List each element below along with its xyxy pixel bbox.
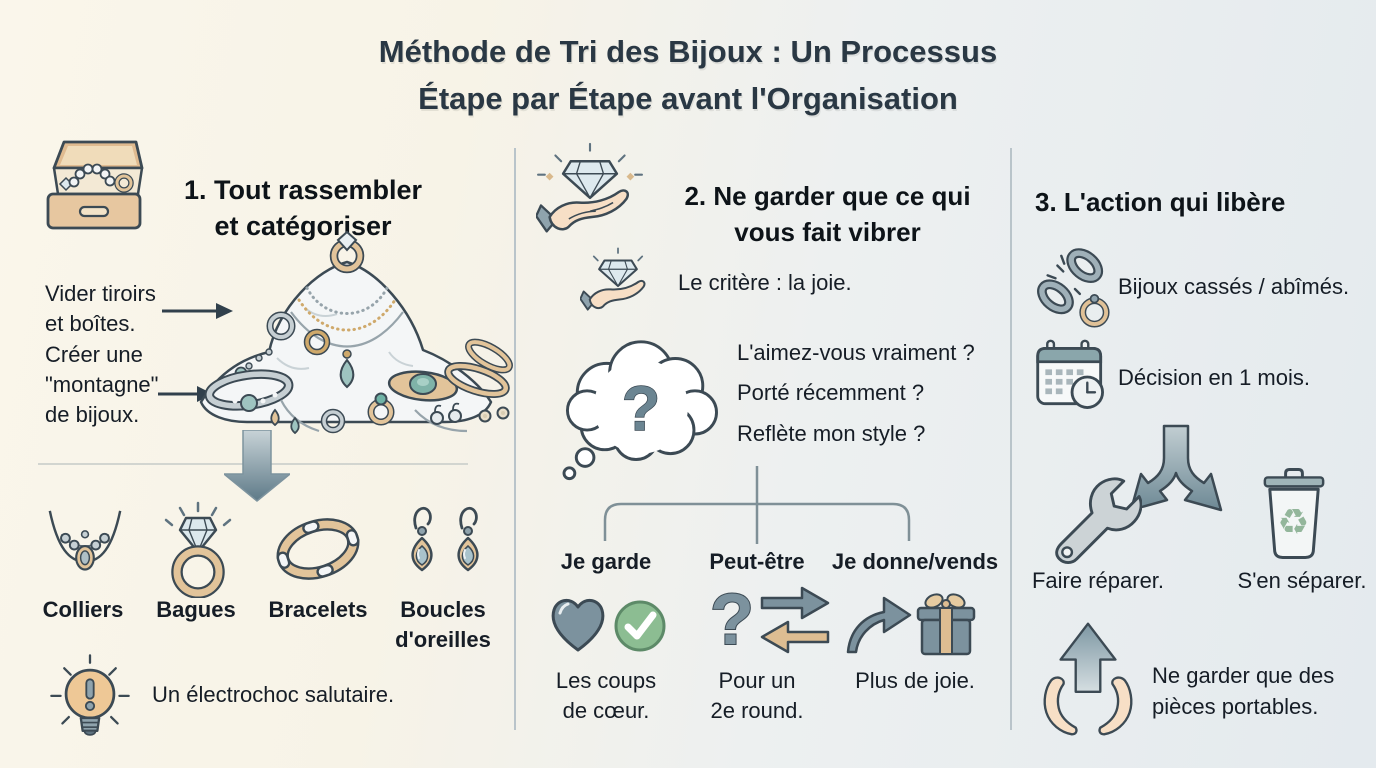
- bracelet-icon: [276, 518, 360, 580]
- step3-repair-text: Faire réparer.: [1031, 568, 1165, 593]
- jewelry-box-icon: [46, 140, 144, 230]
- category-label-colliers: Colliers: [42, 597, 124, 622]
- step1-action-empty: Vider tiroirs et boîtes.: [45, 281, 156, 336]
- thought-cloud-icon: ?: [562, 340, 718, 481]
- column-divider-1: [514, 148, 516, 730]
- earrings-icon: [411, 507, 479, 572]
- lightbulb-icon: [50, 654, 130, 736]
- hands-up-arrow-icon: [1043, 622, 1133, 736]
- step2-heading: 2. Ne garder que ce qui vous fait vibrer: [684, 180, 971, 247]
- step2-criterion: Le critère : la joie.: [678, 270, 852, 295]
- cloud-question-glyph: ?: [622, 374, 660, 444]
- outcome-label-maybe: Peut-être: [709, 549, 805, 574]
- question-swap-arrows-icon: ?: [709, 580, 830, 661]
- step3-keep-text: Ne garder que des pièces portables.: [1152, 663, 1335, 719]
- step3-broken-text: Bijoux cassés / abîmés.: [1118, 274, 1350, 299]
- step2-question-1: L'aimez-vous vraiment ?: [737, 340, 975, 365]
- split-arrows-icon: [1129, 424, 1223, 512]
- step3-heading: 3. L'action qui libère: [1035, 186, 1286, 217]
- step2-question-3: Reflète mon style ?: [737, 421, 926, 446]
- wrench-icon: [1055, 477, 1142, 564]
- category-label-boucles: Boucles d'oreilles: [395, 597, 491, 652]
- category-label-bagues: Bagues: [156, 597, 236, 622]
- heart-check-icon: [551, 598, 666, 652]
- necklace-icon: [48, 510, 122, 571]
- maybe-question-glyph: ?: [710, 580, 754, 660]
- hand-diamond-icon: [536, 142, 643, 233]
- outcome-caption-keep: Les coups de cœur.: [555, 668, 657, 723]
- trash-recycle-icon: ♻: [1263, 468, 1325, 559]
- outcome-label-give: Je donne/vends: [831, 549, 999, 574]
- category-label-bracelets: Bracelets: [268, 597, 368, 622]
- recycle-glyph: ♻: [1278, 502, 1310, 543]
- outcome-caption-give: Plus de joie.: [855, 668, 975, 693]
- step3-discard-text: S'en séparer.: [1237, 568, 1367, 593]
- down-arrow-icon: [224, 430, 290, 502]
- step3-deadline-text: Décision en 1 mois.: [1118, 365, 1310, 390]
- broken-chain-icon: [1037, 248, 1110, 328]
- step1-heading: 1. Tout rassembler et catégoriser: [183, 175, 423, 242]
- outcome-caption-maybe: Pour un 2e round.: [710, 668, 804, 723]
- outcome-label-keep: Je garde: [560, 549, 652, 574]
- calendar-clock-icon: [1036, 339, 1104, 409]
- step1-note: Un électrochoc salutaire.: [152, 682, 395, 707]
- branch-connector: [603, 466, 911, 544]
- ring-icon: [164, 501, 232, 598]
- hand-diamond-icon: [580, 247, 646, 311]
- jewelry-mountain-illustration: [199, 230, 513, 435]
- share-arrow-gift-icon: [846, 593, 976, 656]
- step1-action-pile: Créer une "montagne" de bijoux.: [45, 342, 159, 427]
- step2-question-2: Porté récemment ?: [737, 380, 925, 405]
- column-divider-2: [1010, 148, 1012, 730]
- page-title: Méthode de Tri des Bijoux : Un Processus…: [378, 34, 998, 116]
- arrow-right-icon: [162, 303, 233, 319]
